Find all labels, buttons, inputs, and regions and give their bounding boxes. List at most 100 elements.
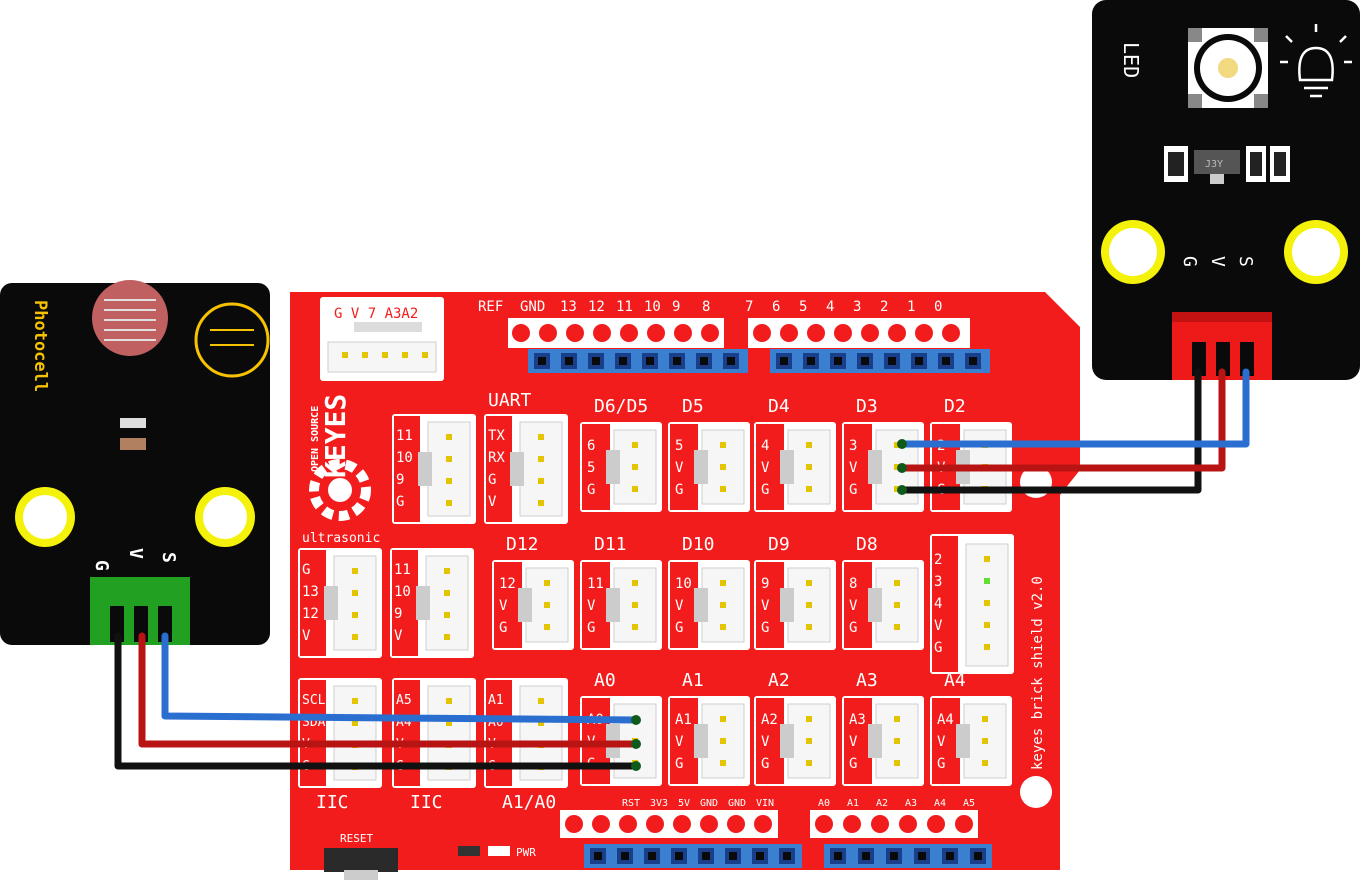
digital-label: 3 xyxy=(853,299,861,315)
port-pin-label: 10 xyxy=(675,576,692,592)
header-hole[interactable] xyxy=(539,324,557,342)
wire-led-gnd xyxy=(898,368,1202,494)
header-hole[interactable] xyxy=(888,324,906,342)
photocell-board xyxy=(0,283,270,645)
header-hole[interactable] xyxy=(942,324,960,342)
header-hole[interactable] xyxy=(927,815,945,833)
photocell-pin-g: G xyxy=(91,560,112,571)
header-hole[interactable] xyxy=(834,324,852,342)
port-pin-label: 4 xyxy=(761,438,769,454)
wire-photocell-signal xyxy=(161,632,640,724)
digital-label: 1 xyxy=(907,299,915,315)
port-title: D9 xyxy=(768,534,790,555)
header-hole[interactable] xyxy=(754,815,772,833)
header-hole[interactable] xyxy=(646,815,664,833)
header-hole[interactable] xyxy=(815,815,833,833)
header-hole[interactable] xyxy=(701,324,719,342)
header-hole[interactable] xyxy=(673,815,691,833)
pwr-led xyxy=(458,846,480,856)
header-hole[interactable] xyxy=(647,324,665,342)
port-title: D8 xyxy=(856,534,878,555)
digital-label: 11 xyxy=(616,299,633,315)
digital-label: 0 xyxy=(934,299,942,315)
analog-label: A3 xyxy=(905,798,917,809)
header-hole[interactable] xyxy=(899,815,917,833)
port-pin-label: RX xyxy=(488,450,505,466)
port-title: A4 xyxy=(944,670,966,691)
port-title: D2 xyxy=(944,396,966,417)
wire-led-signal xyxy=(898,368,1250,448)
wire-photocell-gnd xyxy=(114,632,640,770)
port-pin-label: SCL xyxy=(302,693,326,708)
port-pin-label: V xyxy=(499,598,508,614)
header-hole[interactable] xyxy=(780,324,798,342)
header-hole[interactable] xyxy=(861,324,879,342)
port-pin-label: G xyxy=(587,482,595,498)
wire-led-vcc xyxy=(898,368,1226,472)
port-pin-label: V xyxy=(675,734,684,750)
digital-label: 2 xyxy=(880,299,888,315)
port-pin-label: V xyxy=(761,598,770,614)
port-title: A2 xyxy=(768,670,790,691)
header-hole[interactable] xyxy=(565,815,583,833)
led-pin-g: G xyxy=(1179,256,1200,267)
port-pin-label: V xyxy=(488,494,497,510)
port-pin-label: 8 xyxy=(849,576,857,592)
port-pin-label: 10 xyxy=(394,584,411,600)
header-hole[interactable] xyxy=(619,815,637,833)
reset-switch[interactable] xyxy=(324,848,398,872)
port-pin-label: G xyxy=(761,482,769,498)
header-hole[interactable] xyxy=(807,324,825,342)
port-pin-label: 12 xyxy=(499,576,516,592)
port-pin-label: 2 xyxy=(934,552,942,568)
header-hole[interactable] xyxy=(566,324,584,342)
grove-ports: D6/D565GD55VGD44VGD33VGD22VGD1212VGD1111… xyxy=(298,390,1014,813)
shield-model: keyes brick shield v2.0 xyxy=(1030,576,1046,770)
brand-sub: OPEN SOURCE xyxy=(310,406,321,472)
port-pin-label: V xyxy=(849,598,858,614)
header-hole[interactable] xyxy=(592,815,610,833)
analog-label: A4 xyxy=(934,798,946,809)
header-hole[interactable] xyxy=(753,324,771,342)
port-title: A0 xyxy=(594,670,616,691)
led-lamp-icon xyxy=(1218,58,1238,78)
header-hole[interactable] xyxy=(915,324,933,342)
header-hole[interactable] xyxy=(871,815,889,833)
port-pin-label: 6 xyxy=(587,438,595,454)
header-hole[interactable] xyxy=(620,324,638,342)
header-hole[interactable] xyxy=(955,815,973,833)
blue-header-analog xyxy=(824,844,992,868)
header-hole[interactable] xyxy=(512,324,530,342)
header-hole[interactable] xyxy=(843,815,861,833)
header-hole[interactable] xyxy=(727,815,745,833)
port-title: D11 xyxy=(594,534,627,555)
digital-label: 6 xyxy=(772,299,780,315)
port-pin-label: V xyxy=(761,460,770,476)
header-hole[interactable] xyxy=(674,324,692,342)
led-chip-label: J3Y xyxy=(1205,159,1223,170)
port-pin-label: G xyxy=(675,482,683,498)
power-label: GND xyxy=(728,798,746,809)
port-pin-label: G xyxy=(849,756,857,772)
header-hole[interactable] xyxy=(700,815,718,833)
reset-button[interactable]: RESET xyxy=(324,832,398,880)
header-hole[interactable] xyxy=(593,324,611,342)
